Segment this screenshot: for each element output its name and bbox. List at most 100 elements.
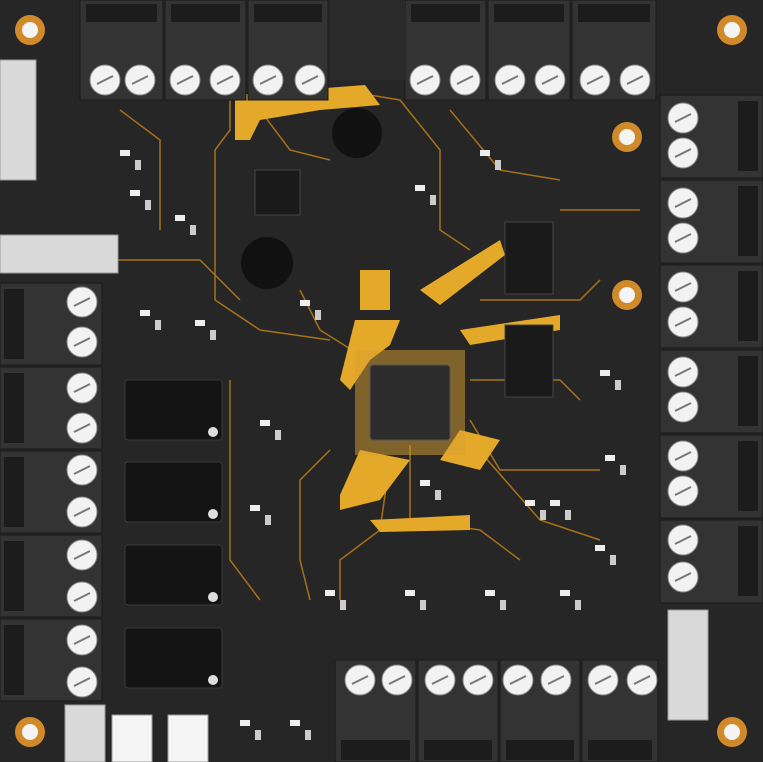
mounting-hole-center <box>724 22 740 38</box>
smd-capacitor <box>430 195 436 205</box>
smd-resistor <box>175 215 185 221</box>
smd-capacitor <box>340 600 346 610</box>
screw-slot <box>301 75 319 85</box>
terminal-slot <box>506 740 574 760</box>
terminal-slot <box>738 271 758 341</box>
screw-slot <box>633 675 651 685</box>
terminal-slot <box>588 740 652 760</box>
screw-slot <box>216 75 234 85</box>
microcontroller-chip <box>355 350 465 455</box>
relay-led <box>208 592 218 602</box>
smd-capacitor <box>255 730 261 740</box>
screw-slot <box>674 113 692 123</box>
mounting-hole-center <box>619 129 635 145</box>
smd-resistor <box>405 590 415 596</box>
smd-capacitor <box>305 730 311 740</box>
smd-resistor <box>250 505 260 511</box>
smd-capacitor <box>275 430 281 440</box>
terminal-slot <box>4 373 24 443</box>
smd-capacitor <box>500 600 506 610</box>
terminal-slot <box>738 101 758 171</box>
smd-resistor <box>485 590 495 596</box>
smd-resistor <box>195 320 205 326</box>
screw-slot <box>73 465 91 475</box>
smd-capacitor <box>565 510 571 520</box>
screw-slot <box>73 297 91 307</box>
terminal-slot <box>171 4 240 22</box>
screw-slot <box>674 148 692 158</box>
screw-slot <box>388 675 406 685</box>
screw-slot <box>594 675 612 685</box>
smd-resistor <box>290 720 300 726</box>
terminal-slot <box>4 457 24 527</box>
screw-slot <box>674 402 692 412</box>
smd-capacitor <box>435 490 441 500</box>
smd-resistor <box>600 370 610 376</box>
screw-slot <box>73 550 91 560</box>
capacitors <box>241 108 382 289</box>
smd-capacitor <box>620 465 626 475</box>
screw-slot <box>674 233 692 243</box>
terminal-slot <box>4 541 24 611</box>
smd-resistor <box>525 500 535 506</box>
smd-resistor <box>240 720 250 726</box>
terminal-slot <box>411 4 480 22</box>
screw-slot <box>626 75 644 85</box>
smd-resistor <box>560 590 570 596</box>
white-connectors <box>0 59 709 762</box>
smd-resistor <box>605 455 615 461</box>
mounting-hole-center <box>22 22 38 38</box>
terminal-slot <box>86 4 157 22</box>
terminal-slot <box>738 186 758 256</box>
smd-capacitor <box>190 225 196 235</box>
terminal-slot <box>4 289 24 359</box>
screw-slot <box>73 677 91 687</box>
smd-capacitor <box>575 600 581 610</box>
screw-slot <box>73 635 91 645</box>
terminal-slot <box>738 526 758 596</box>
screw-slot <box>674 486 692 496</box>
relay-led <box>208 427 218 437</box>
smd-resistor <box>595 545 605 551</box>
smd-capacitor <box>210 330 216 340</box>
smd-capacitor <box>145 200 151 210</box>
smd-resistor <box>130 190 140 196</box>
screw-slot <box>674 317 692 327</box>
terminal-slot <box>738 356 758 426</box>
screw-slot <box>674 282 692 292</box>
smd-capacitor <box>315 310 321 320</box>
smd-capacitor <box>615 380 621 390</box>
smd-capacitor <box>135 160 141 170</box>
screw-slot <box>509 675 527 685</box>
screw-slot <box>674 535 692 545</box>
mounting-hole-center <box>724 724 740 740</box>
terminal-slot <box>424 740 492 760</box>
terminal-slot <box>4 625 24 695</box>
mounting-hole-center <box>22 724 38 740</box>
screw-slot <box>547 675 565 685</box>
screw-slot <box>541 75 559 85</box>
screw-slot <box>73 592 91 602</box>
smd-capacitor <box>265 515 271 525</box>
terminal-slot <box>494 4 564 22</box>
terminal-slot <box>254 4 322 22</box>
screw-slot <box>501 75 519 85</box>
smd-capacitor <box>610 555 616 565</box>
screw-slot <box>674 198 692 208</box>
screw-slot <box>351 675 369 685</box>
smd-resistor <box>260 420 270 426</box>
relays <box>124 379 223 689</box>
terminal-screws <box>66 64 699 698</box>
screw-slot <box>259 75 277 85</box>
smd-capacitor <box>540 510 546 520</box>
screw-slot <box>674 572 692 582</box>
relay <box>124 544 223 606</box>
terminal-slot <box>738 441 758 511</box>
smd-resistor <box>480 150 490 156</box>
sop-chips <box>254 169 554 398</box>
relay <box>124 379 223 441</box>
relay <box>124 627 223 689</box>
smd-resistor <box>120 150 130 156</box>
relay-led <box>208 675 218 685</box>
